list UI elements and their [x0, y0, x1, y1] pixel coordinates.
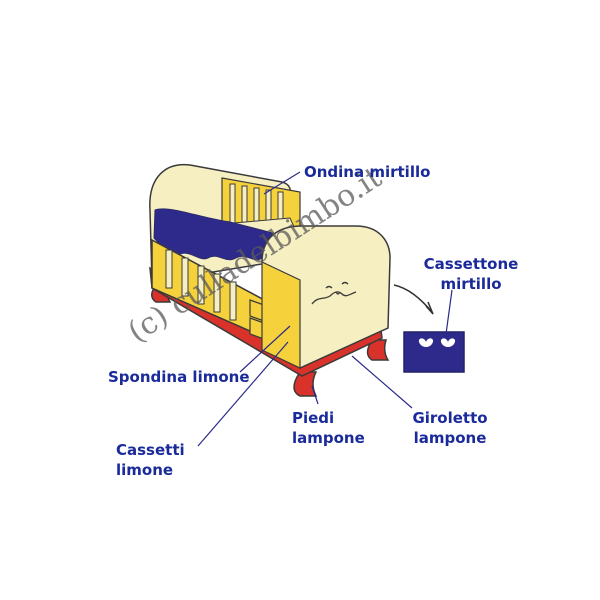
label-cassetti-limone: Cassetti limone	[116, 441, 185, 479]
cassettone-arrow-head	[425, 301, 434, 315]
cassettone-motif-left	[418, 338, 434, 347]
foot-front-left	[293, 371, 318, 397]
label-ondina-mirtillo: Ondina mirtillo	[304, 163, 431, 181]
cassettone-box	[403, 331, 465, 373]
foot-front-right	[366, 339, 390, 361]
ondina-ruffle	[153, 208, 301, 261]
front-headboard-edge	[261, 261, 301, 369]
label-giroletto-lampone: Giroletto lampone	[412, 409, 488, 447]
label-cassettone-mirtillo: Cassettone mirtillo	[423, 255, 519, 293]
label-spondina-limone: Spondina limone	[108, 368, 250, 386]
headboard-ornament	[311, 281, 357, 305]
cassettone-motif-right	[440, 338, 456, 347]
leader-lines	[197, 171, 453, 447]
label-piedi-lampone: Piedi lampone	[292, 409, 365, 447]
front-side-bars	[165, 249, 237, 321]
